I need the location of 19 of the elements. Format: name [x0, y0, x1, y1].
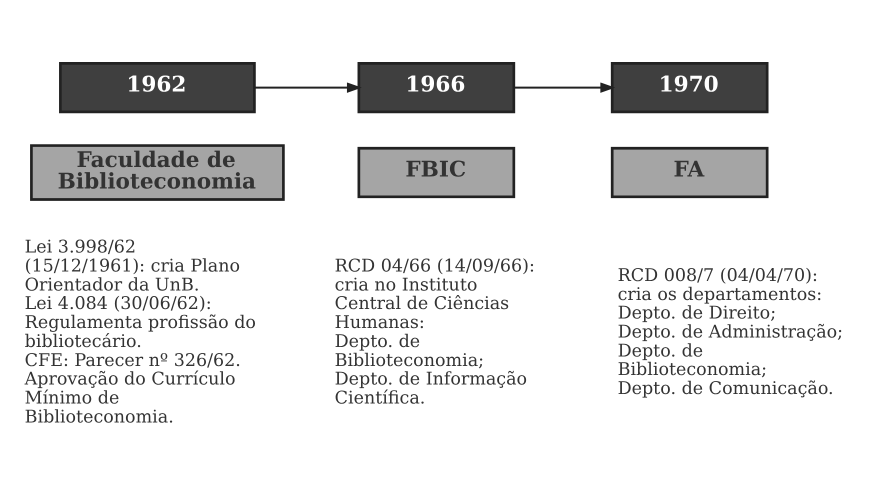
- arrow: [514, 82, 616, 93]
- node-label: Lei 4.084 (30/06/62): Regulamenta profissão do bibliotecário.: [24, 294, 256, 352]
- arrow: [254, 82, 362, 93]
- node-label: Depto. de Biblioteconomia;: [334, 332, 484, 371]
- node-box: FBIC: [358, 146, 516, 198]
- node-box: 1962: [59, 62, 256, 114]
- node-box: FA: [610, 146, 769, 198]
- node-label: Depto. de Biblioteconomia;: [618, 341, 768, 380]
- node-box: Faculdade de Biblioteconomia: [30, 144, 285, 201]
- node-label: Depto. de Administração;: [618, 322, 844, 342]
- node-box: 1970: [610, 62, 769, 114]
- node-label: Depto. de Direito;: [618, 304, 776, 324]
- node-label: Depto. de Informação Científica.: [334, 370, 528, 409]
- node-label: RCD 04/66 (14/09/66): cria no Instituto Central de Ciências Humanas:: [334, 256, 535, 334]
- node-label: CFE: Parecer nº 326/62. Aprovação do Currículo Mínimo de Biblioteconomia.: [24, 350, 241, 428]
- node-label: RCD 008/7 (04/04/70): cria os departamentos:: [618, 266, 822, 305]
- node-label: Depto. de Comunicação.: [618, 379, 834, 400]
- node-label: Lei 3.998/62 (15/12/1961): cria Plano Orientador da UnB.: [24, 238, 240, 296]
- node-box: 1966: [358, 62, 516, 114]
